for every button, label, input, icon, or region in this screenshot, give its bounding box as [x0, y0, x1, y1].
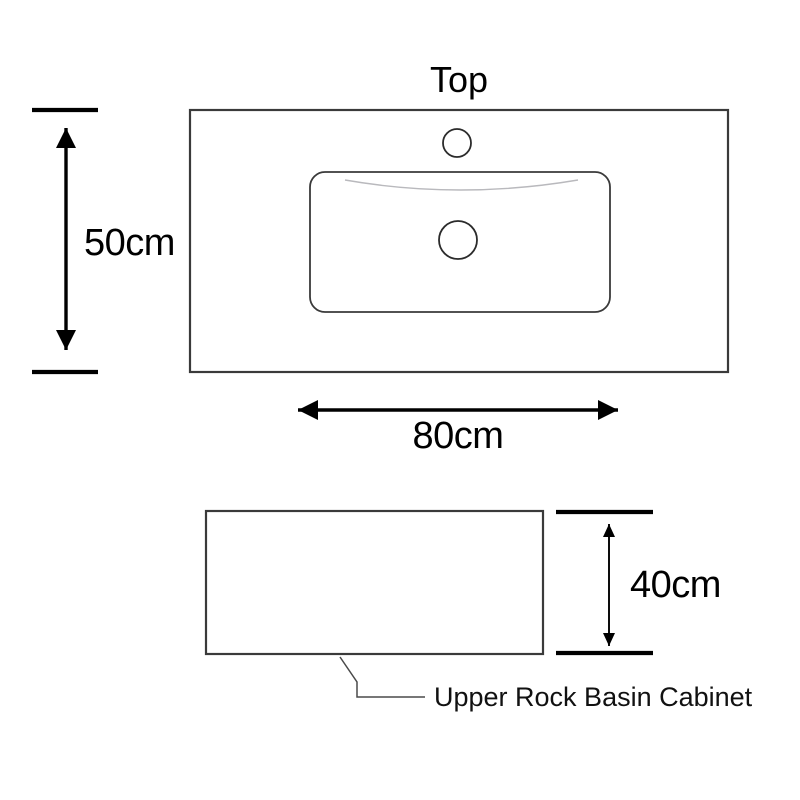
dimension-40cm-group: 40cm [556, 509, 721, 656]
arrowhead-down-icon [56, 330, 76, 350]
dimension-80cm-label: 80cm [413, 415, 504, 457]
arrowhead-down-icon [603, 633, 615, 646]
arrowhead-right-icon [598, 400, 618, 420]
dimension-80cm-group: 80cm [298, 400, 618, 457]
callout-label: Upper Rock Basin Cabinet [434, 682, 753, 712]
dimension-50cm-group: 50cm [32, 107, 175, 375]
drain-hole-icon [438, 220, 478, 260]
arrowhead-left-icon [298, 400, 318, 420]
faucet-hole-icon [442, 128, 472, 158]
top-view-title: Top [430, 59, 488, 100]
basin-back-slope-arc [344, 179, 579, 191]
dimension-50cm-label: 50cm [84, 222, 175, 264]
callout-leader-line [339, 656, 425, 698]
arrowhead-up-icon [603, 524, 615, 537]
cabinet-outline [204, 509, 545, 656]
dimension-40cm-label: 40cm [630, 564, 721, 606]
arrowhead-up-icon [56, 128, 76, 148]
